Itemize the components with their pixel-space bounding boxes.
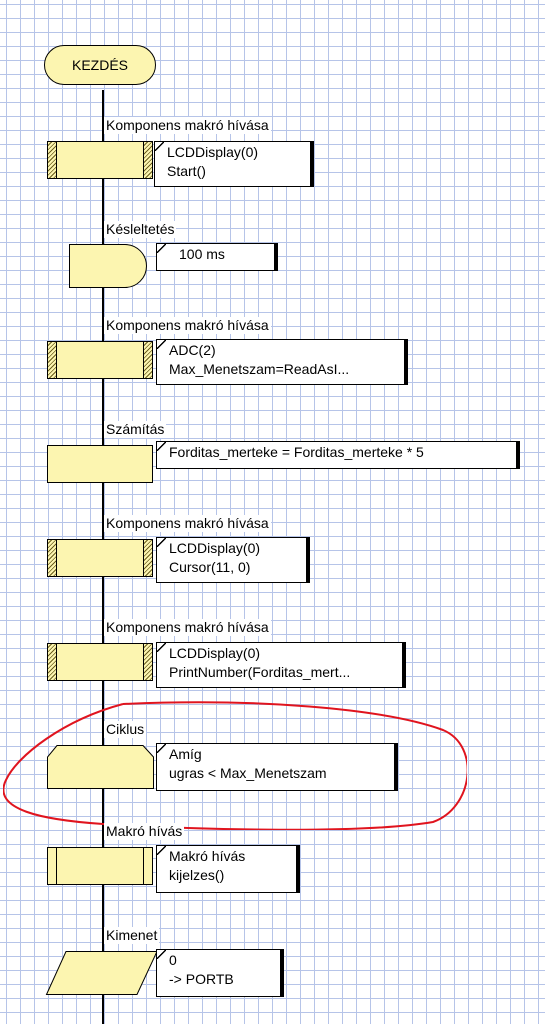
block-title-component-macro-3: Komponens makró hívása (104, 515, 271, 532)
block-title-macro: Makró hívás (104, 823, 185, 840)
component-macro-block-2[interactable] (47, 341, 153, 379)
block-note-macro[interactable]: Makró hívás kijelzes() (156, 845, 300, 893)
block-title-component-macro-4: Komponens makró hívása (104, 619, 271, 636)
note-line: ADC(2) (169, 342, 216, 358)
component-macro-block-1[interactable] (47, 141, 153, 179)
component-macro-block-4[interactable] (47, 643, 153, 681)
note-line: Start() (167, 163, 206, 179)
delay-block[interactable] (69, 244, 149, 288)
calculation-block[interactable] (47, 445, 153, 483)
block-note-component-macro-1[interactable]: LCDDisplay(0) Start() (154, 141, 314, 187)
start-terminal[interactable]: KEZDÉS (44, 45, 156, 85)
block-note-component-macro-2[interactable]: ADC(2) Max_Menetszam=ReadAsI... (156, 339, 408, 385)
block-title-delay: Késleltetés (104, 221, 177, 238)
block-title-component-macro-1: Komponens makró hívása (104, 117, 271, 134)
note-line: LCDDisplay(0) (169, 540, 261, 556)
macro-call-block[interactable] (47, 847, 153, 885)
output-block[interactable] (45, 951, 158, 995)
note-line: -> PORTB (169, 971, 234, 987)
block-note-output[interactable]: 0 -> PORTB (156, 949, 284, 997)
block-note-component-macro-4[interactable]: LCDDisplay(0) PrintNumber(Forditas_mert.… (156, 642, 406, 688)
note-line: LCDDisplay(0) (167, 144, 259, 160)
block-note-component-macro-3[interactable]: LCDDisplay(0) Cursor(11, 0) (156, 537, 310, 583)
note-line: Amíg (169, 746, 202, 762)
block-title-output: Kimenet (104, 927, 160, 944)
note-line: 100 ms (179, 246, 225, 262)
note-line: LCDDisplay(0) (169, 645, 261, 661)
note-line: kijelzes() (169, 867, 225, 883)
block-note-delay[interactable]: 100 ms (156, 243, 278, 271)
note-line: ugras < Max_Menetszam (169, 765, 327, 781)
note-line: Cursor(11, 0) (169, 559, 251, 575)
component-macro-block-3[interactable] (47, 539, 153, 577)
note-line: PrintNumber(Forditas_mert... (169, 664, 351, 680)
start-label: KEZDÉS (71, 57, 128, 73)
note-line: Max_Menetszam=ReadAsI... (169, 361, 350, 377)
note-line: Forditas_merteke = Forditas_merteke * 5 (169, 444, 424, 460)
block-note-calculation[interactable]: Forditas_merteke = Forditas_merteke * 5 (156, 441, 520, 469)
note-line: Makró hívás (169, 848, 246, 864)
note-line: 0 (169, 952, 177, 968)
block-title-calculation: Számítás (104, 421, 167, 438)
loop-block[interactable] (47, 745, 155, 789)
block-title-loop: Ciklus (104, 721, 147, 738)
block-title-component-macro-2: Komponens makró hívása (104, 317, 271, 334)
block-note-loop[interactable]: Amíg ugras < Max_Menetszam (156, 743, 398, 791)
